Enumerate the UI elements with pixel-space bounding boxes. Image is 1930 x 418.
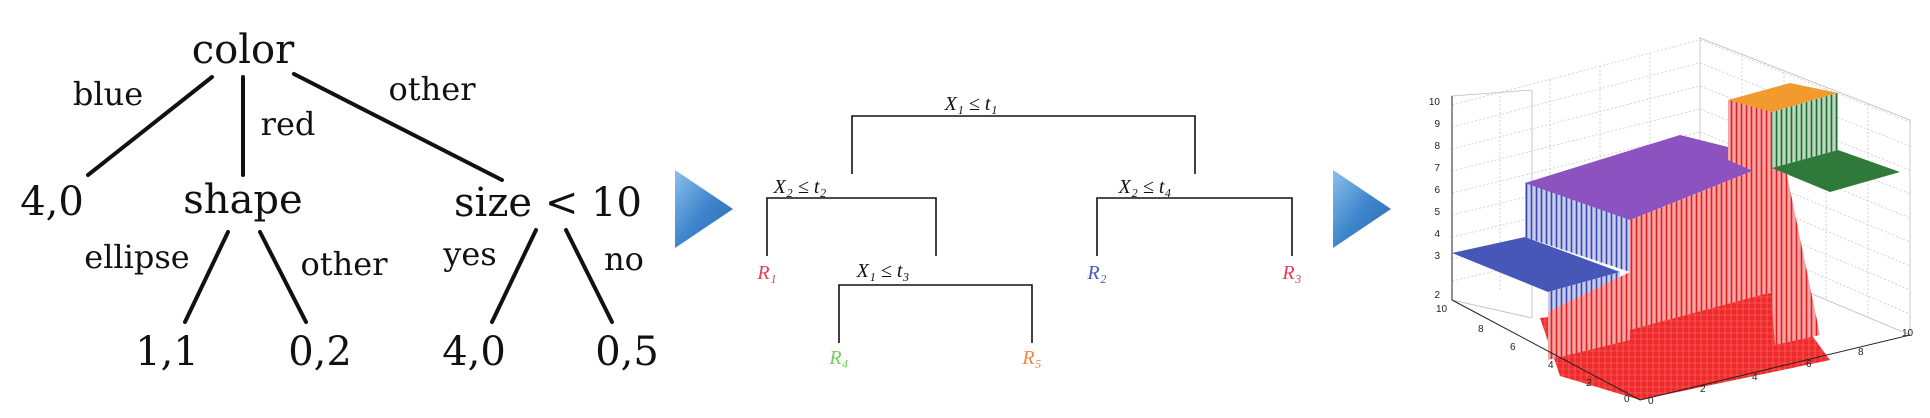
leaf-shape-other: 0,2: [288, 329, 352, 375]
edge-label-other: other: [389, 70, 477, 108]
y-tick-label: 6: [1510, 342, 1516, 353]
split-left: X₂ ≤ t₂: [773, 176, 827, 198]
z-tick-label: 4: [1434, 229, 1440, 240]
purple-front: [1630, 160, 1780, 330]
z-tick-label: 9: [1434, 119, 1440, 130]
region-r4: R₄: [828, 347, 848, 369]
edge-label-no: no: [604, 240, 644, 278]
x-tick-label: 6: [1806, 359, 1812, 370]
bracket-right: [1096, 197, 1293, 256]
z-tick-label: 6: [1434, 185, 1440, 196]
z-tick-label: 5: [1434, 207, 1440, 218]
blue-top: [1452, 237, 1620, 292]
split-right: X₂ ≤ t₄: [1118, 176, 1172, 198]
split-inner: X₁ ≤ t₃: [856, 260, 910, 282]
y-axis: [1451, 299, 1641, 401]
y-tick-label: 0: [1624, 394, 1630, 405]
leaf-ellipse: 1,1: [135, 329, 199, 375]
edge-blue: [86, 75, 214, 177]
y-tick-label: 4: [1548, 360, 1554, 371]
x-tick-labels: 0 2 4 6 8 10: [1648, 328, 1914, 407]
x-tick-label: 8: [1858, 347, 1864, 358]
y-tick-label: 2: [1586, 378, 1592, 389]
split-root: X₁ ≤ t₁: [944, 93, 998, 115]
edge-label-yes: yes: [442, 235, 496, 273]
red-tower: [1728, 100, 1820, 345]
purple-top: [1525, 135, 1780, 220]
edge-ellipse: [183, 230, 230, 324]
z-tick-label: 3: [1434, 251, 1440, 262]
region-r2: R₂: [1086, 262, 1106, 284]
z-tick-label: 2: [1434, 290, 1440, 301]
x-axis: [1639, 334, 1911, 401]
region-r3: R₃: [1281, 262, 1301, 284]
y-tick-label: 10: [1436, 304, 1448, 315]
orange-top: [1728, 83, 1838, 112]
node-size: size < 10: [454, 180, 642, 226]
z-tick-labels: 10 9 8 7 6 5 4 3 2: [1429, 97, 1441, 301]
edge-label-other-2: other: [301, 245, 389, 283]
surface-plot: 10 9 8 7 6 5 4 3 2 10 8 6 4 2 0 0 2 4 6 …: [1429, 37, 1914, 407]
z-tick-label: 10: [1429, 97, 1441, 108]
play-arrow-icon: [675, 170, 733, 248]
x-tick-label: 0: [1648, 396, 1654, 407]
edge-label-blue: blue: [73, 75, 143, 113]
play-arrow-icon: [1333, 170, 1391, 248]
edge-shape-other: [258, 230, 308, 324]
threshold-tree: X₁ ≤ t₁ X₂ ≤ t₂ X₂ ≤ t₄ R₁ R₂ R₃ X₁ ≤ t₃…: [756, 93, 1301, 369]
green-riser: [1772, 93, 1838, 168]
z-tick-label: 7: [1434, 163, 1440, 174]
z-tick-label: 8: [1434, 141, 1440, 152]
region-r5: R₅: [1021, 347, 1041, 369]
edge-label-red: red: [261, 105, 316, 143]
node-shape: shape: [183, 177, 302, 223]
y-tick-labels: 10 8 6 4 2 0: [1436, 304, 1630, 405]
edge-label-ellipse: ellipse: [84, 238, 189, 276]
bracket-inner: [838, 284, 1033, 343]
x-tick-label: 4: [1752, 372, 1758, 383]
edge-yes: [490, 228, 538, 324]
bracket-root: [851, 115, 1196, 174]
purple-left-drop: [1548, 272, 1630, 360]
y-tick-label: 8: [1478, 324, 1484, 335]
edge-other: [292, 72, 504, 182]
edge-no: [564, 228, 614, 324]
root-node-color: color: [192, 27, 295, 73]
categorical-tree: color blue red other 4,0 shape size < 10…: [20, 27, 659, 375]
x-tick-label: 10: [1902, 328, 1914, 339]
green-top: [1772, 150, 1900, 192]
bracket-left: [766, 197, 937, 256]
leaf-blue: 4,0: [20, 179, 84, 225]
region-r1: R₁: [756, 262, 776, 284]
x-tick-label: 2: [1700, 384, 1706, 395]
leaf-no: 0,5: [595, 329, 659, 375]
leaf-yes: 4,0: [442, 329, 506, 375]
